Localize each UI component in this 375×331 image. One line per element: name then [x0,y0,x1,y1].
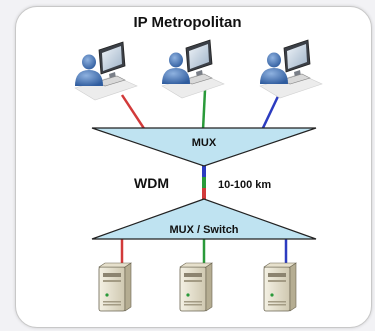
server-icon [98,262,132,312]
top-mux [91,127,317,167]
distance-label: 10-100 km [218,179,271,191]
diagram-title: IP Metropolitan [133,14,242,31]
bottom-mux-switch [91,198,317,240]
user-workstation-icon [161,39,225,99]
server-icon [263,262,297,312]
bottom-mux-label: MUX / Switch [169,224,238,236]
wdm-label: WDM [134,175,169,191]
link-red-top [120,94,147,131]
user-workstation-icon [74,41,138,101]
user-workstation-icon [259,39,323,99]
top-mux-label: MUX [192,137,217,149]
server-icon [179,262,213,312]
link-green-top [201,89,207,131]
